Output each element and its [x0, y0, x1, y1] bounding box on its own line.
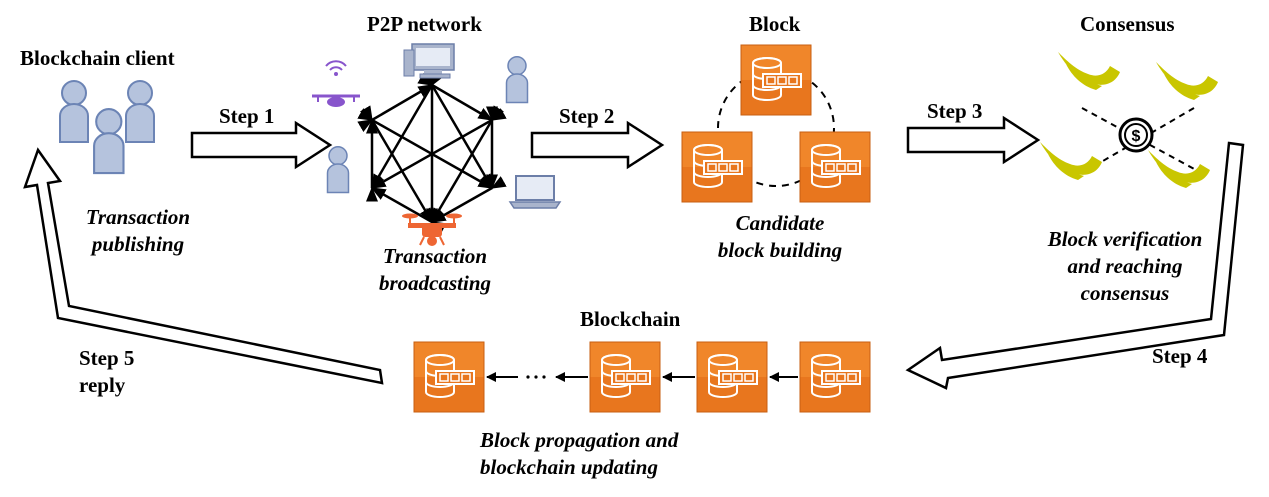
drone-icon [402, 213, 462, 246]
bird-icon [1040, 142, 1102, 180]
blockchain-title: Blockchain [580, 307, 681, 331]
step1-arrow [190, 120, 333, 170]
caption-line: blockchain updating [480, 455, 658, 479]
broadcasting-caption: Transaction broadcasting [355, 243, 515, 297]
verification-caption: Block verification and reaching consensu… [1020, 226, 1230, 307]
caption-line: broadcasting [378, 271, 491, 295]
person-icon [505, 56, 529, 104]
block-title: Block [749, 12, 801, 36]
database-block-icon [740, 44, 812, 116]
step5-line2: reply [79, 373, 126, 397]
step3-arrow [906, 115, 1041, 165]
caption-line: block building [717, 238, 843, 262]
client-title: Blockchain client [20, 46, 175, 70]
bird-icon [1148, 150, 1210, 188]
step5-label: Step 5 reply [79, 345, 134, 399]
database-block-icon [696, 341, 768, 413]
step4-label: Step 4 [1152, 344, 1208, 368]
publishing-caption: Transaction publishing [68, 204, 208, 258]
computer-icon [403, 43, 455, 79]
candidate-block-ring [717, 69, 835, 187]
person-icon [326, 146, 350, 194]
consensus-title: Consensus [1080, 12, 1175, 36]
step5-arrow [23, 147, 384, 385]
laptop-icon [508, 175, 562, 209]
network-hexagon-icon [357, 70, 507, 234]
caption-line: Transaction [85, 205, 191, 229]
drone-icon [312, 60, 360, 107]
dollar-icon: $ [1118, 117, 1154, 153]
step3-label: Step 3 [927, 99, 983, 123]
step2-arrow [530, 120, 665, 170]
step4-arrow [905, 141, 1245, 390]
step5-line1: Step 5 [79, 346, 135, 370]
database-block-icon [799, 131, 871, 203]
p2p-title: P2P network [367, 12, 482, 36]
candidate-caption: Candidate block building [690, 210, 870, 264]
caption-line: Candidate [735, 211, 825, 235]
caption-line: publishing [91, 232, 185, 256]
bird-icon [1156, 62, 1218, 100]
caption-line: and reaching [1067, 254, 1183, 278]
caption-line: Block propagation and [480, 428, 679, 452]
caption-line: Transaction [382, 244, 488, 268]
bird-icon [1058, 52, 1120, 90]
step2-label: Step 2 [559, 104, 615, 128]
propagation-caption: Block propagation and blockchain updatin… [480, 427, 760, 481]
ellipsis-icon [526, 375, 546, 379]
database-block-icon [413, 341, 485, 413]
caption-line: Block verification [1047, 227, 1203, 251]
database-block-icon [799, 341, 871, 413]
database-block-icon [681, 131, 753, 203]
svg-text:$: $ [1132, 128, 1141, 145]
people-icon [59, 80, 155, 175]
database-block-icon [589, 341, 661, 413]
caption-line: consensus [1080, 281, 1170, 305]
step1-label: Step 1 [219, 104, 275, 128]
